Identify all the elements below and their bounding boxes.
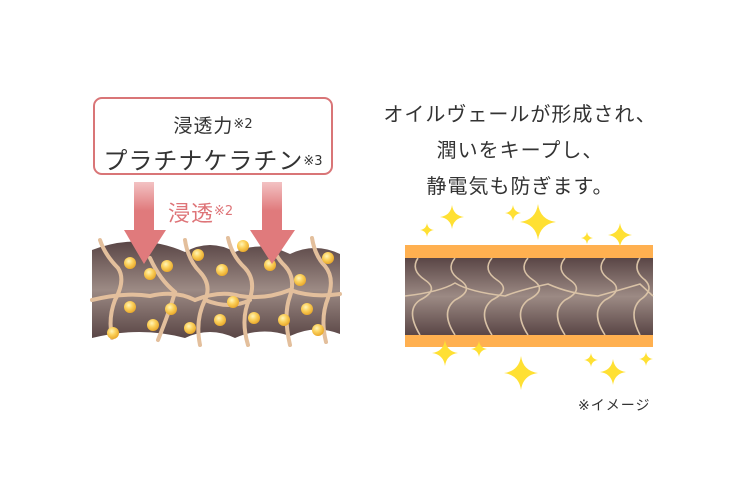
penetration-arrow-left xyxy=(124,182,166,264)
damaged-hair-illustration xyxy=(90,230,342,347)
callout-line1: 浸透力※2 xyxy=(173,115,253,137)
description-line-2: 潤いをキープし、 xyxy=(436,138,604,162)
oil-veil-hair-illustration xyxy=(404,245,654,347)
callout-line2: プラチナケラチン※3 xyxy=(103,147,323,175)
image-disclaimer: ※イメージ xyxy=(578,398,651,414)
description-line-3: 静電気も防ぎます。 xyxy=(426,174,614,198)
description-line-1: オイルヴェールが形成され、 xyxy=(383,102,657,126)
footnote-marker: ※3 xyxy=(303,154,323,169)
footnote-marker: ※2 xyxy=(214,204,234,219)
penetration-arrow-right xyxy=(250,182,295,264)
penetration-label: 浸透※2 xyxy=(168,202,234,227)
platinum-keratin-callout: 浸透力※2 プラチナケラチン※3 xyxy=(93,97,333,175)
footnote-marker: ※2 xyxy=(233,117,253,132)
